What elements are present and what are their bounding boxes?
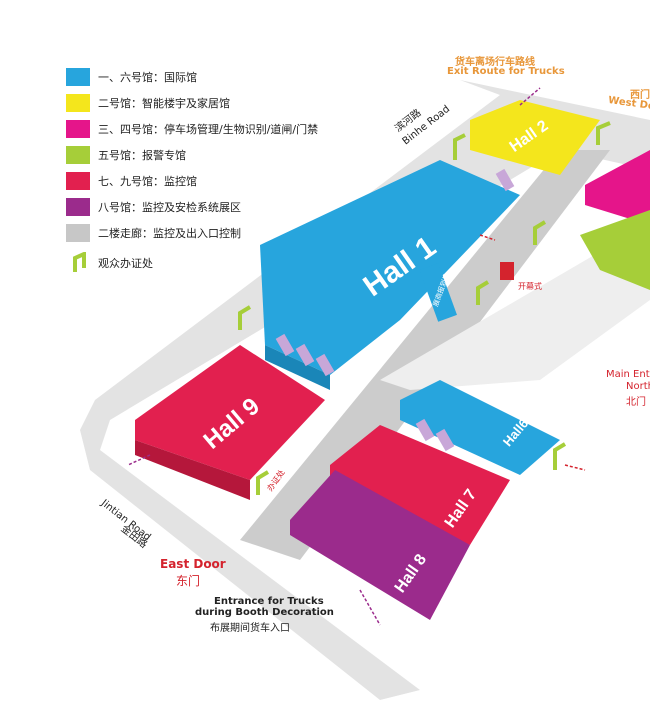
legend-item: 七、九号馆：监控馆 <box>66 170 306 192</box>
swatch-purple <box>66 198 90 216</box>
legend-label: 二号馆：智能楼宇及家居馆 <box>98 97 230 110</box>
legend-label: 八号馆：监控及安检系统展区 <box>98 201 241 214</box>
swatch-blue <box>66 68 90 86</box>
legend-item: 五号馆：报警专馆 <box>66 144 306 166</box>
hall-6 <box>400 380 560 475</box>
exhibitor-registration-sign <box>419 263 457 322</box>
legend-label: 五号馆：报警专馆 <box>98 149 186 162</box>
swatch-yellow <box>66 94 90 112</box>
legend-label: 一、六号馆：国际馆 <box>98 71 197 84</box>
legend-item: 观众办证处 <box>66 252 306 274</box>
east-door-cn: 东门 <box>176 574 201 588</box>
truck-entrance-cn: 布展期间货车入口 <box>210 623 290 634</box>
legend-item: 一、六号馆：国际馆 <box>66 66 306 88</box>
legend-label: 七、九号馆：监控馆 <box>98 175 197 188</box>
walkway <box>380 240 650 390</box>
legend-label: 二楼走廊：监控及出入口控制 <box>98 227 241 240</box>
swatch-red <box>66 172 90 190</box>
main-entrance-en2: North <box>626 381 650 392</box>
legend-item: 二楼走廊：监控及出入口控制 <box>66 222 306 244</box>
east-door-en: East Door <box>160 557 226 571</box>
truck-entrance-en2: during Booth Decoration <box>195 607 334 618</box>
red-arrows <box>479 234 586 471</box>
hall-9 <box>135 345 325 480</box>
truck-entrance-en1: Entrance for Trucks <box>214 596 324 607</box>
registration-markers <box>238 121 611 495</box>
hall-5 <box>580 210 650 290</box>
swatch-magenta <box>66 120 90 138</box>
legend-label: 观众办证处 <box>98 257 153 270</box>
legend-label: 三、四号馆：停车场管理/生物识别/道闸/门禁 <box>98 123 319 136</box>
opening-ceremony-stage <box>500 262 514 280</box>
ring-road <box>80 80 650 700</box>
opening-ceremony-label: 开幕式 <box>518 282 542 291</box>
legend-item: 八号馆：监控及安检系统展区 <box>66 196 306 218</box>
hall-7 <box>330 425 510 545</box>
main-entrance-en1: Main Ent <box>606 369 650 380</box>
hall-1 <box>260 160 520 375</box>
west-door-cn: 西门 <box>630 90 650 101</box>
swatch-grey <box>66 224 90 242</box>
exit-route-en: Exit Route for Trucks <box>447 66 565 77</box>
exit-route-cn: 货车离场行车路线 <box>455 57 535 68</box>
legend-item: 三、四号馆：停车场管理/生物识别/道闸/门禁 <box>66 118 318 140</box>
legend-item: 二号馆：智能楼宇及家居馆 <box>66 92 306 114</box>
swatch-green <box>66 146 90 164</box>
hall-3-4 <box>585 150 650 225</box>
hall-2 <box>470 100 600 175</box>
stairs <box>275 168 515 452</box>
main-entrance-cn: 北门 <box>626 397 646 408</box>
registration-icon <box>73 252 86 272</box>
hall-8 <box>290 470 470 620</box>
arrows <box>127 87 541 626</box>
